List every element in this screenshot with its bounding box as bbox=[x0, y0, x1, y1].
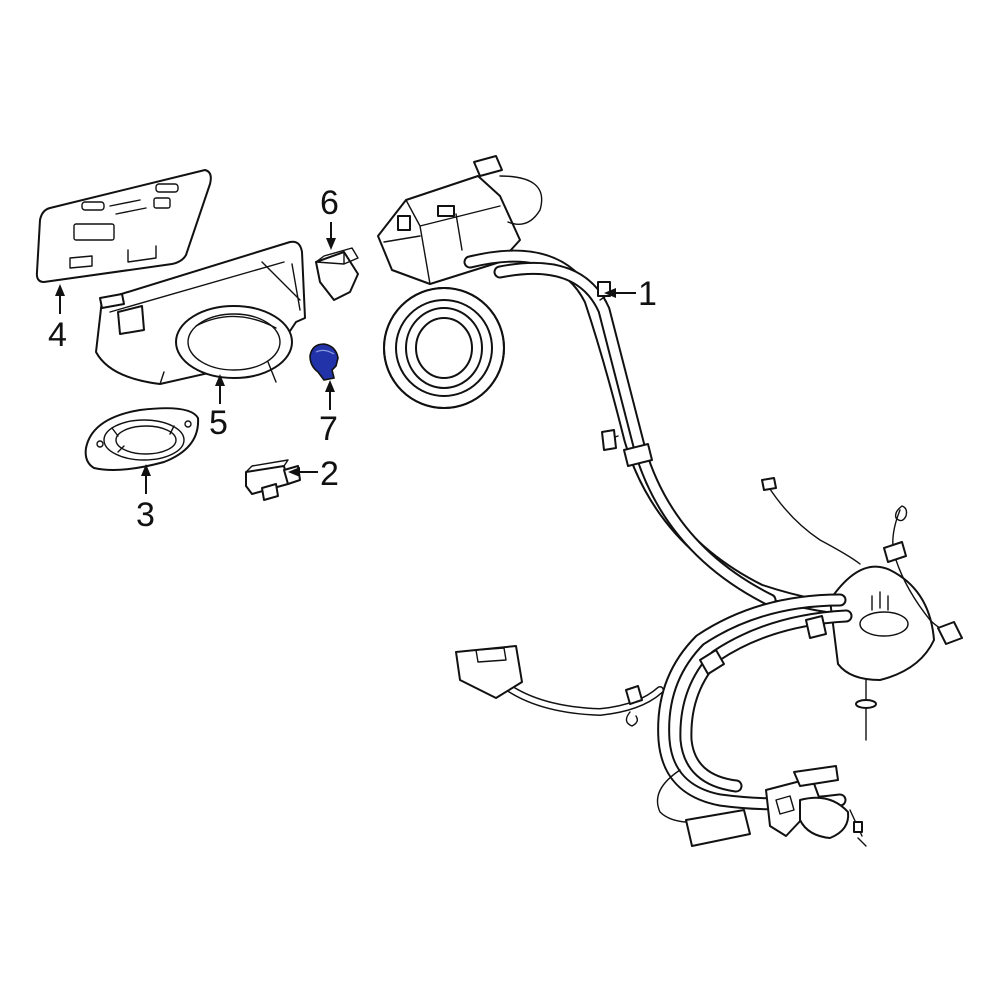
callout-5: 5 bbox=[209, 404, 228, 442]
callout-4: 4 bbox=[48, 316, 67, 354]
part-6-module bbox=[315, 247, 359, 301]
callout-7: 7 bbox=[319, 410, 338, 448]
callout-labels: 1 2 3 4 5 6 7 bbox=[48, 184, 657, 534]
callout-3: 3 bbox=[136, 496, 155, 534]
part-3-bezel-ring bbox=[84, 407, 200, 471]
callout-2: 2 bbox=[320, 455, 339, 493]
callout-6: 6 bbox=[320, 184, 339, 222]
part-2-switch bbox=[245, 459, 301, 501]
part-7-body bbox=[309, 343, 339, 381]
part-5-housing bbox=[95, 240, 306, 385]
part-1-wire-harness bbox=[377, 155, 963, 847]
part-7-bulb-socket bbox=[309, 343, 339, 381]
callout-leaders bbox=[55, 222, 636, 494]
callout-1: 1 bbox=[638, 275, 657, 313]
part-4-lens-panel bbox=[35, 169, 212, 283]
